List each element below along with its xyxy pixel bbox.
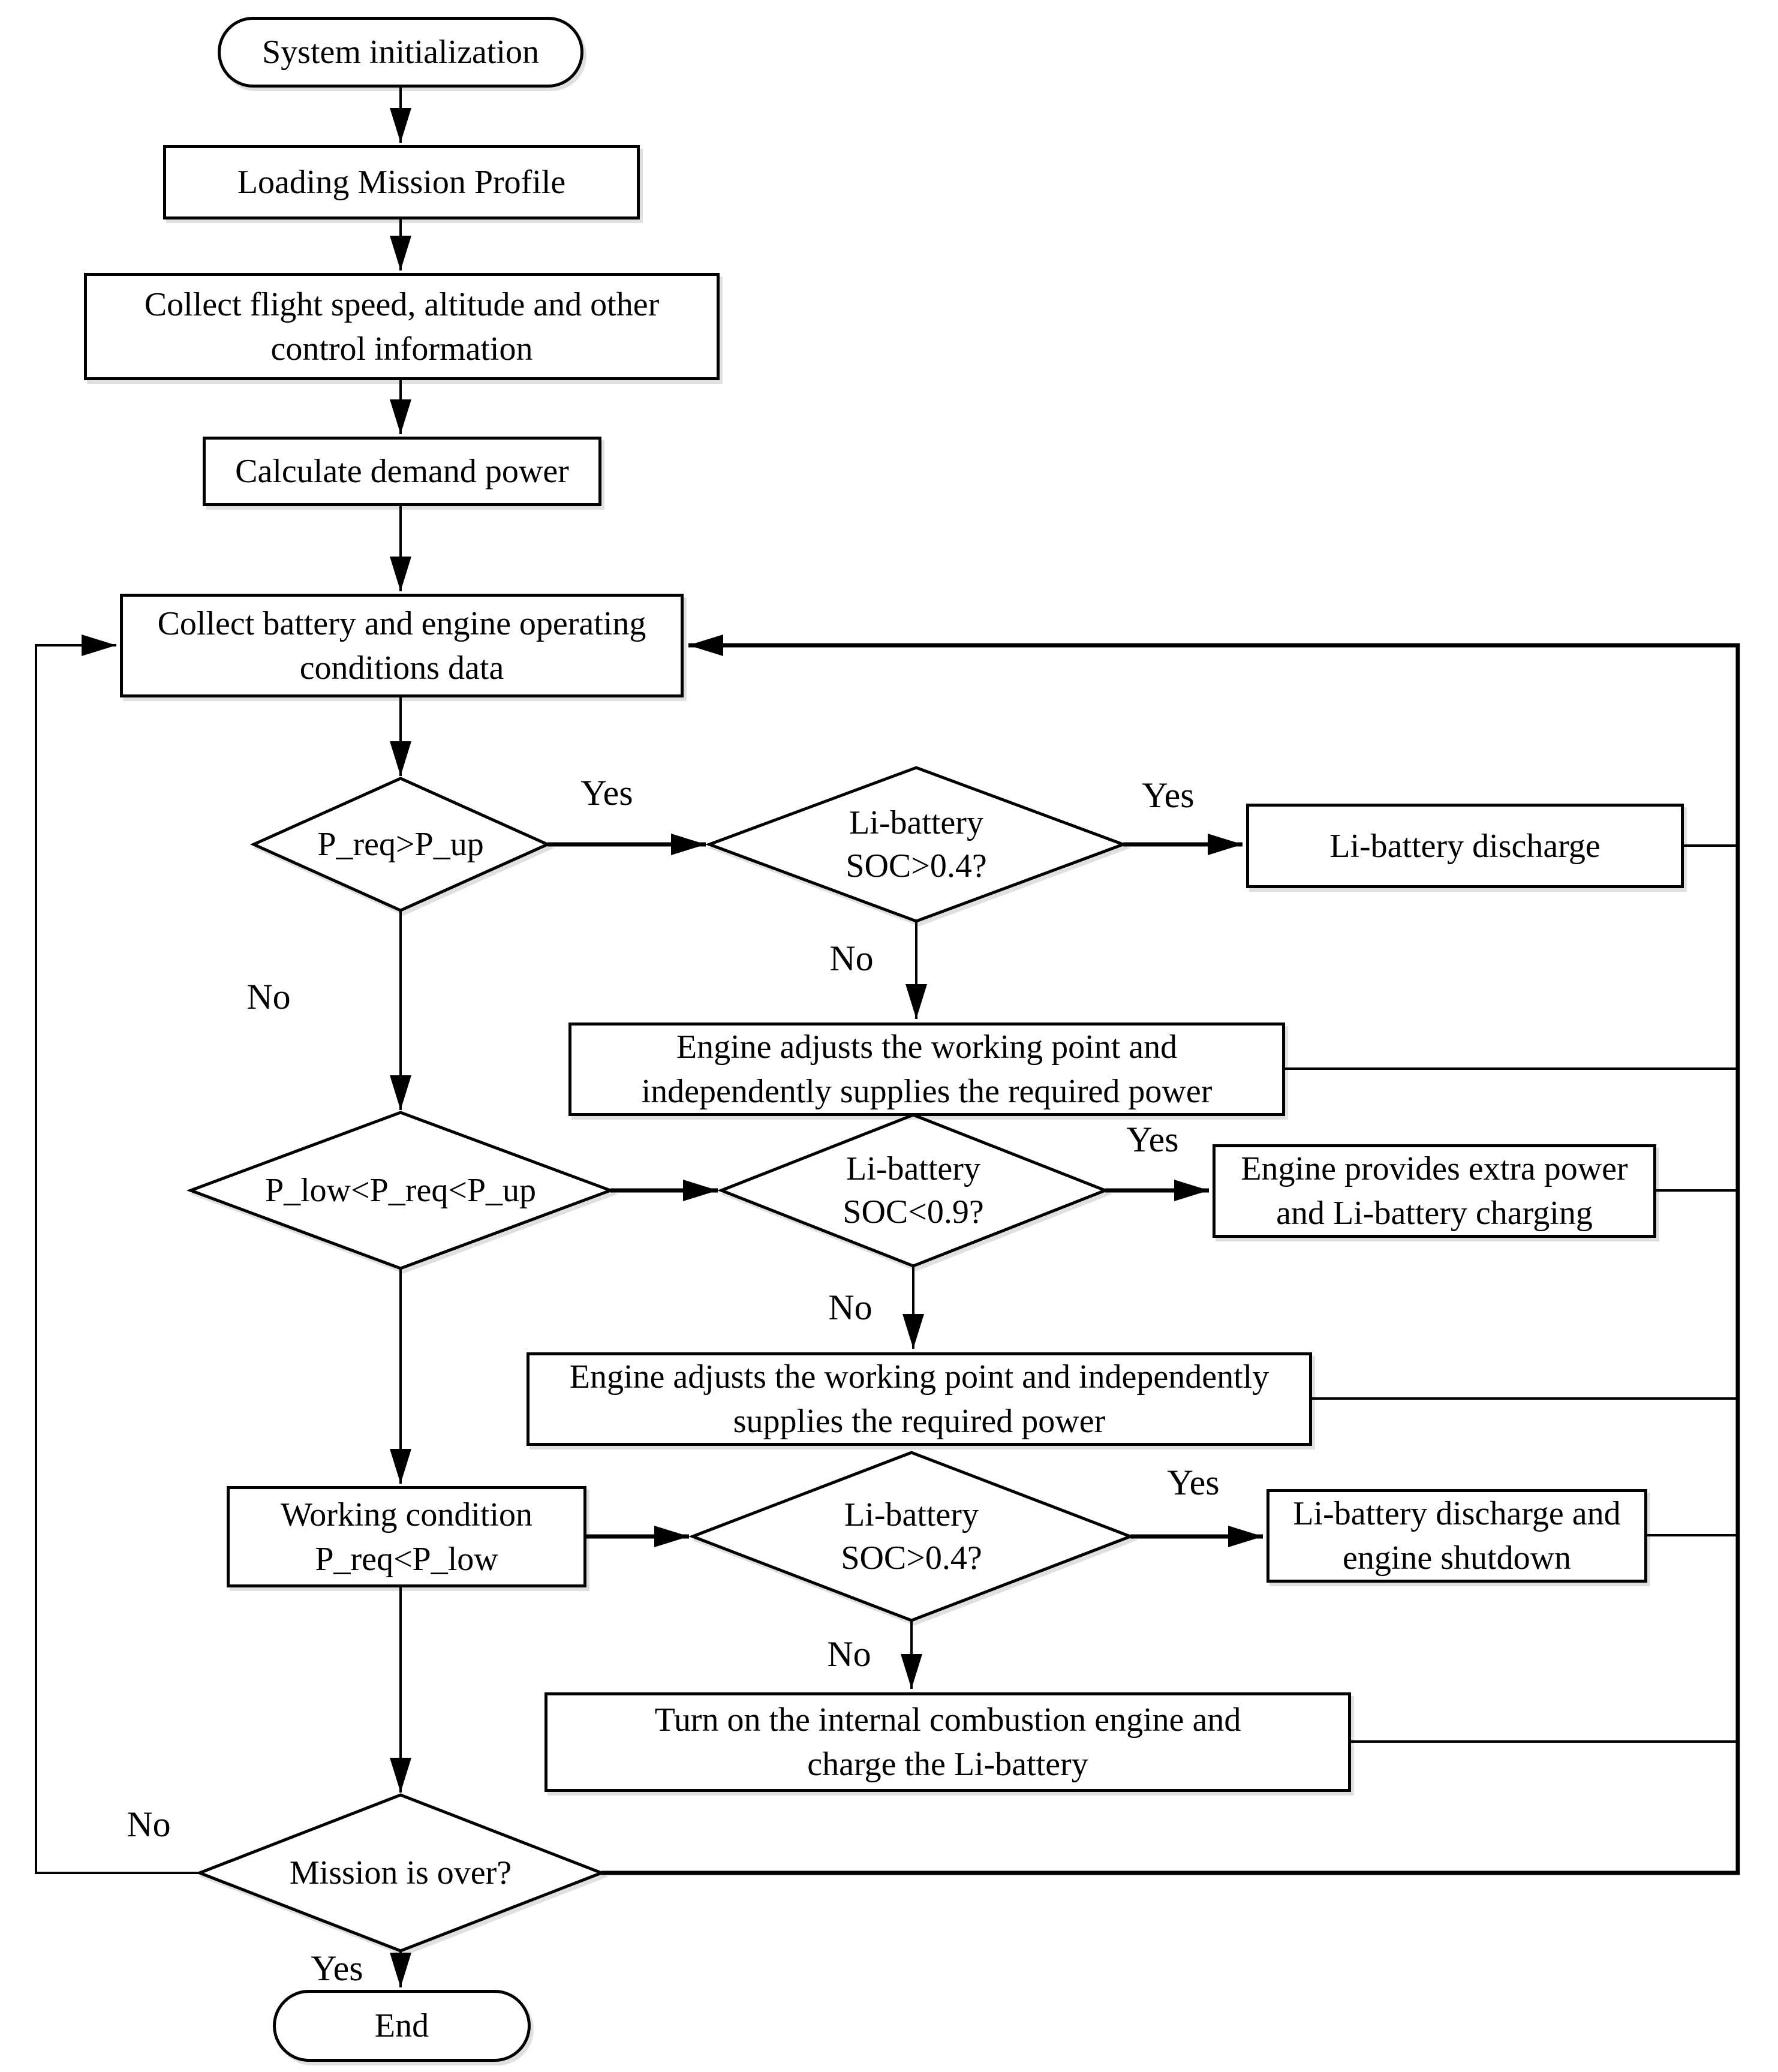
- node-label-line1: Working condition: [280, 1496, 533, 1533]
- node-working-condition: Working condition P_req<P_low: [227, 1486, 586, 1587]
- node-label-line1: Engine provides extra power: [1241, 1150, 1628, 1187]
- edge-label-no-mission: No: [127, 1805, 171, 1844]
- node-label-line2: engine shutdown: [1342, 1539, 1572, 1577]
- node-label: Loading Mission Profile: [237, 164, 566, 201]
- node-label-line1: Collect battery and engine operating: [157, 605, 646, 642]
- node-label-line2: control information: [270, 330, 533, 368]
- edge-label-yes-mission: Yes: [311, 1948, 363, 1988]
- node-label: Li-battery discharge: [1329, 827, 1600, 865]
- node-label-line2: charge the Li-battery: [807, 1746, 1088, 1783]
- decision-mission-over-shape: [195, 1793, 606, 1953]
- node-engine-adjusts-1: Engine adjusts the working point and ind…: [568, 1023, 1285, 1116]
- node-engine-adjusts-2: Engine adjusts the working point and ind…: [527, 1352, 1312, 1446]
- node-loading-mission-profile: Loading Mission Profile: [163, 145, 640, 219]
- loop-mission-no-to-collect-battery: [35, 634, 200, 1874]
- node-label-line2: supplies the required power: [733, 1403, 1106, 1440]
- edge-label-yes-d5: Yes: [1167, 1463, 1220, 1502]
- node-label-line2: P_req<P_low: [315, 1540, 498, 1578]
- node-calculate-demand-power: Calculate demand power: [203, 437, 601, 506]
- loop-right-to-collect-battery: [601, 634, 1740, 1875]
- edge-label-no-d4: No: [828, 1288, 873, 1327]
- node-label-line1: Engine adjusts the working point and ind…: [569, 1358, 1269, 1396]
- edge-label-no-d5: No: [827, 1634, 871, 1674]
- decision-preq-gt-pup-shape: [249, 777, 552, 912]
- edge-label-yes-d2: Yes: [1142, 775, 1195, 815]
- node-label-line2: independently supplies the required powe…: [641, 1073, 1213, 1110]
- decision-plow-preq-pup-shape: [186, 1111, 615, 1270]
- decision-soc-gt-04-a-shape: [705, 766, 1128, 923]
- node-label-line1: Engine adjusts the working point and: [676, 1029, 1178, 1066]
- node-label-line2: conditions data: [299, 649, 504, 687]
- node-label-line2: and Li-battery charging: [1276, 1195, 1593, 1232]
- decision-soc-lt-09-shape: [717, 1113, 1109, 1268]
- node-engine-provides-extra-power: Engine provides extra power and Li-batte…: [1213, 1144, 1656, 1238]
- node-label: Calculate demand power: [235, 453, 569, 490]
- node-label-line1: Turn on the internal combustion engine a…: [654, 1701, 1241, 1739]
- edge-label-no-d2: No: [829, 939, 874, 978]
- decision-soc-gt-04-b-shape: [688, 1451, 1135, 1622]
- edge-label-yes-d4: Yes: [1126, 1120, 1179, 1159]
- node-collect-battery-engine-data: Collect battery and engine operating con…: [120, 594, 684, 697]
- node-turn-on-ice: Turn on the internal combustion engine a…: [544, 1692, 1351, 1792]
- edge-label-yes-d1: Yes: [580, 773, 633, 813]
- node-label: End: [374, 2007, 429, 2044]
- edge-label-no-d1: No: [246, 977, 291, 1017]
- node-collect-flight-speed: Collect flight speed, altitude and other…: [84, 273, 720, 380]
- node-label: System initialization: [262, 34, 539, 71]
- node-discharge-engine-shutdown: Li-battery discharge and engine shutdown: [1266, 1489, 1647, 1583]
- node-label-line1: Li-battery discharge and: [1293, 1495, 1621, 1532]
- node-label-line1: Collect flight speed, altitude and other: [144, 285, 660, 323]
- node-end: End: [273, 1990, 531, 2062]
- node-li-battery-discharge: Li-battery discharge: [1246, 804, 1684, 888]
- node-system-initialization: System initialization: [218, 17, 583, 88]
